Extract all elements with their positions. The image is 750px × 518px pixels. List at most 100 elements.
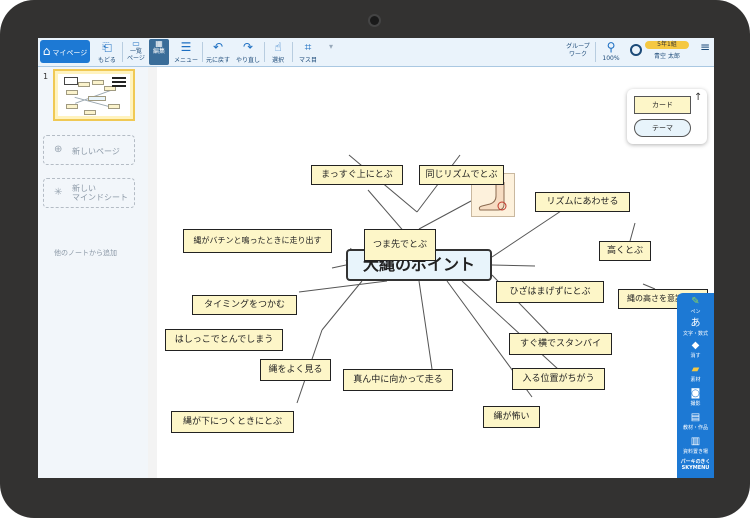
thumb-panel <box>64 77 78 85</box>
edit-button[interactable]: ▦編集 <box>149 39 169 65</box>
menu-label: メニュー <box>173 57 198 64</box>
new-mindsheet-button[interactable]: ✳ 新しいマインドシート <box>43 178 135 208</box>
textbook-tool[interactable]: ▤ 教材・作品 <box>677 411 714 431</box>
grid-icon: ⌗ <box>304 40 312 54</box>
user-name: 青空 太郎 <box>654 53 680 60</box>
link-line <box>321 280 363 331</box>
hamburger-icon: ≡ <box>699 40 711 54</box>
copy-tool[interactable]: ▥資料置き場 <box>677 435 714 455</box>
mindmap-canvas[interactable]: 大縄のポイント まっすぐ上にとぶ 同じリズムでとぶ リズムにあわせる 縄がバチン… <box>157 67 714 478</box>
page-thumbnail[interactable] <box>53 69 135 121</box>
textbook-label: 教材・作品 <box>682 425 708 431</box>
card-node[interactable]: 縄が怖い <box>483 406 540 428</box>
new-page-label: 新しいページ <box>72 147 120 156</box>
chevron-down-icon: ▾ <box>328 42 333 51</box>
link-line <box>331 264 347 269</box>
redo-icon: ↷ <box>242 40 254 54</box>
brand-name: SKYMENU <box>681 465 710 471</box>
pen-label: ペン <box>690 309 701 315</box>
card-node[interactable]: 縄が下につくときにとぶ <box>171 411 294 433</box>
link-line <box>298 280 388 293</box>
arrow-up-icon[interactable]: ↑ <box>694 92 703 103</box>
pen-tool[interactable]: ✎ ペン <box>677 295 714 315</box>
top-toolbar: ⌂マイページ ⎗もどる ▭一覧ページ ▦編集 ☰ メニュー ↶元に戻す ↷ やり直し <box>38 38 714 67</box>
list-icon: ▭ <box>132 39 140 48</box>
card-node[interactable]: 同じリズムでとぶ <box>419 165 504 185</box>
link-line <box>418 200 472 230</box>
main-menu-button[interactable]: ≡ <box>697 39 713 65</box>
thumb-card <box>66 104 78 109</box>
card-node[interactable]: 縄をよく見る <box>260 359 331 381</box>
divider <box>202 42 203 62</box>
card-node[interactable]: リズムにあわせる <box>535 192 630 212</box>
link-line <box>491 202 574 258</box>
card-node[interactable]: まっすぐ上にとぶ <box>311 165 403 185</box>
thumb-card <box>108 104 120 109</box>
zoom-button[interactable]: ⚲100% <box>597 39 625 65</box>
page-number: 1 <box>43 72 49 81</box>
pen-icon: ✎ <box>691 296 700 307</box>
select-button[interactable]: ☝選択 <box>266 39 290 65</box>
user-avatar-icon[interactable] <box>630 44 642 56</box>
material-tool[interactable]: ▰ 素材 <box>677 363 714 383</box>
class-badge: 5年1組 <box>645 41 689 49</box>
thumb-card <box>78 82 90 87</box>
thumbnail-preview <box>58 74 130 116</box>
menu-button[interactable]: ☰ メニュー <box>172 39 200 65</box>
folder-icon: ▰ <box>691 364 700 375</box>
app-screen: ⌂マイページ ⎗もどる ▭一覧ページ ▦編集 ☰ メニュー ↶元に戻す ↷ やり直し <box>38 38 714 478</box>
thumb-card <box>84 110 96 115</box>
photo-tool[interactable]: ◙ 撮影 <box>677 387 714 407</box>
mypage-label: マイページ <box>52 49 88 57</box>
card-node[interactable]: 縄がバチンと鳴ったときに走り出す <box>183 229 332 253</box>
card-node[interactable]: すぐ横でスタンバイ <box>509 333 612 355</box>
text-icon: あ <box>690 318 701 329</box>
pointer-hand-icon: ☝ <box>274 40 282 54</box>
add-theme-button[interactable]: テーマ <box>634 119 691 137</box>
erase-tool[interactable]: ◆消す <box>677 339 714 359</box>
edit-label: 編集 <box>152 48 165 55</box>
divider <box>122 42 123 62</box>
link-line <box>461 280 560 371</box>
link-line <box>642 283 656 290</box>
card-node[interactable]: 高くとぶ <box>599 241 651 261</box>
card-node[interactable]: ひざはまげずにとぶ <box>496 281 604 303</box>
menu-list-icon: ☰ <box>180 40 192 54</box>
back-button[interactable]: ⎗もどる <box>94 39 120 65</box>
add-page-icon: ⊕ <box>54 144 63 155</box>
add-card-button[interactable]: カード <box>634 96 691 114</box>
new-page-button[interactable]: ⊕ 新しいページ <box>43 135 135 165</box>
mypage-button[interactable]: ⌂マイページ <box>40 40 90 63</box>
add-from-note-link[interactable]: 他のノートから追加 <box>54 249 117 257</box>
card-node[interactable]: 入る位置がちがう <box>512 368 605 390</box>
card-node[interactable]: タイミングをつかむ <box>192 295 297 315</box>
camera-icon: ◙ <box>690 388 701 399</box>
edit-icon: ▦ <box>155 39 163 48</box>
redo-button[interactable]: ↷ やり直し <box>234 39 262 65</box>
more-dropdown[interactable]: ▾ <box>326 39 336 65</box>
thumb-card <box>104 86 116 91</box>
card-node[interactable]: はしっこでとんでしまう <box>165 329 283 351</box>
list-label: 一覧 <box>129 48 142 55</box>
undo-icon: ↶ <box>212 40 224 54</box>
material-label: 素材 <box>690 377 701 383</box>
new-mindsheet-label: 新しいマインドシート <box>72 184 128 202</box>
redo-label: やり直し <box>235 57 260 64</box>
link-line <box>418 280 433 370</box>
group-work-label: グループワーク <box>566 43 590 58</box>
group-work-button[interactable]: グループワーク <box>564 39 592 69</box>
book-icon: ▤ <box>690 412 701 423</box>
sidebar-scrollbar[interactable] <box>148 67 157 478</box>
card-palette: カード テーマ ↑ <box>627 89 707 144</box>
card-node[interactable]: 真ん中に向かって走る <box>343 369 453 391</box>
thumbnail-menu-icon[interactable] <box>112 77 126 87</box>
card-node[interactable]: つま先でとぶ <box>364 229 436 261</box>
grid-button[interactable]: ⌗マス目 <box>296 39 320 65</box>
photo-label: 撮影 <box>690 401 701 407</box>
undo-button[interactable]: ↶元に戻す <box>204 39 232 65</box>
text-tool[interactable]: あ文字・数式 <box>677 317 714 337</box>
list-page-button[interactable]: ▭一覧ページ <box>124 39 148 65</box>
copy-label: 資料置き場 <box>682 449 708 455</box>
